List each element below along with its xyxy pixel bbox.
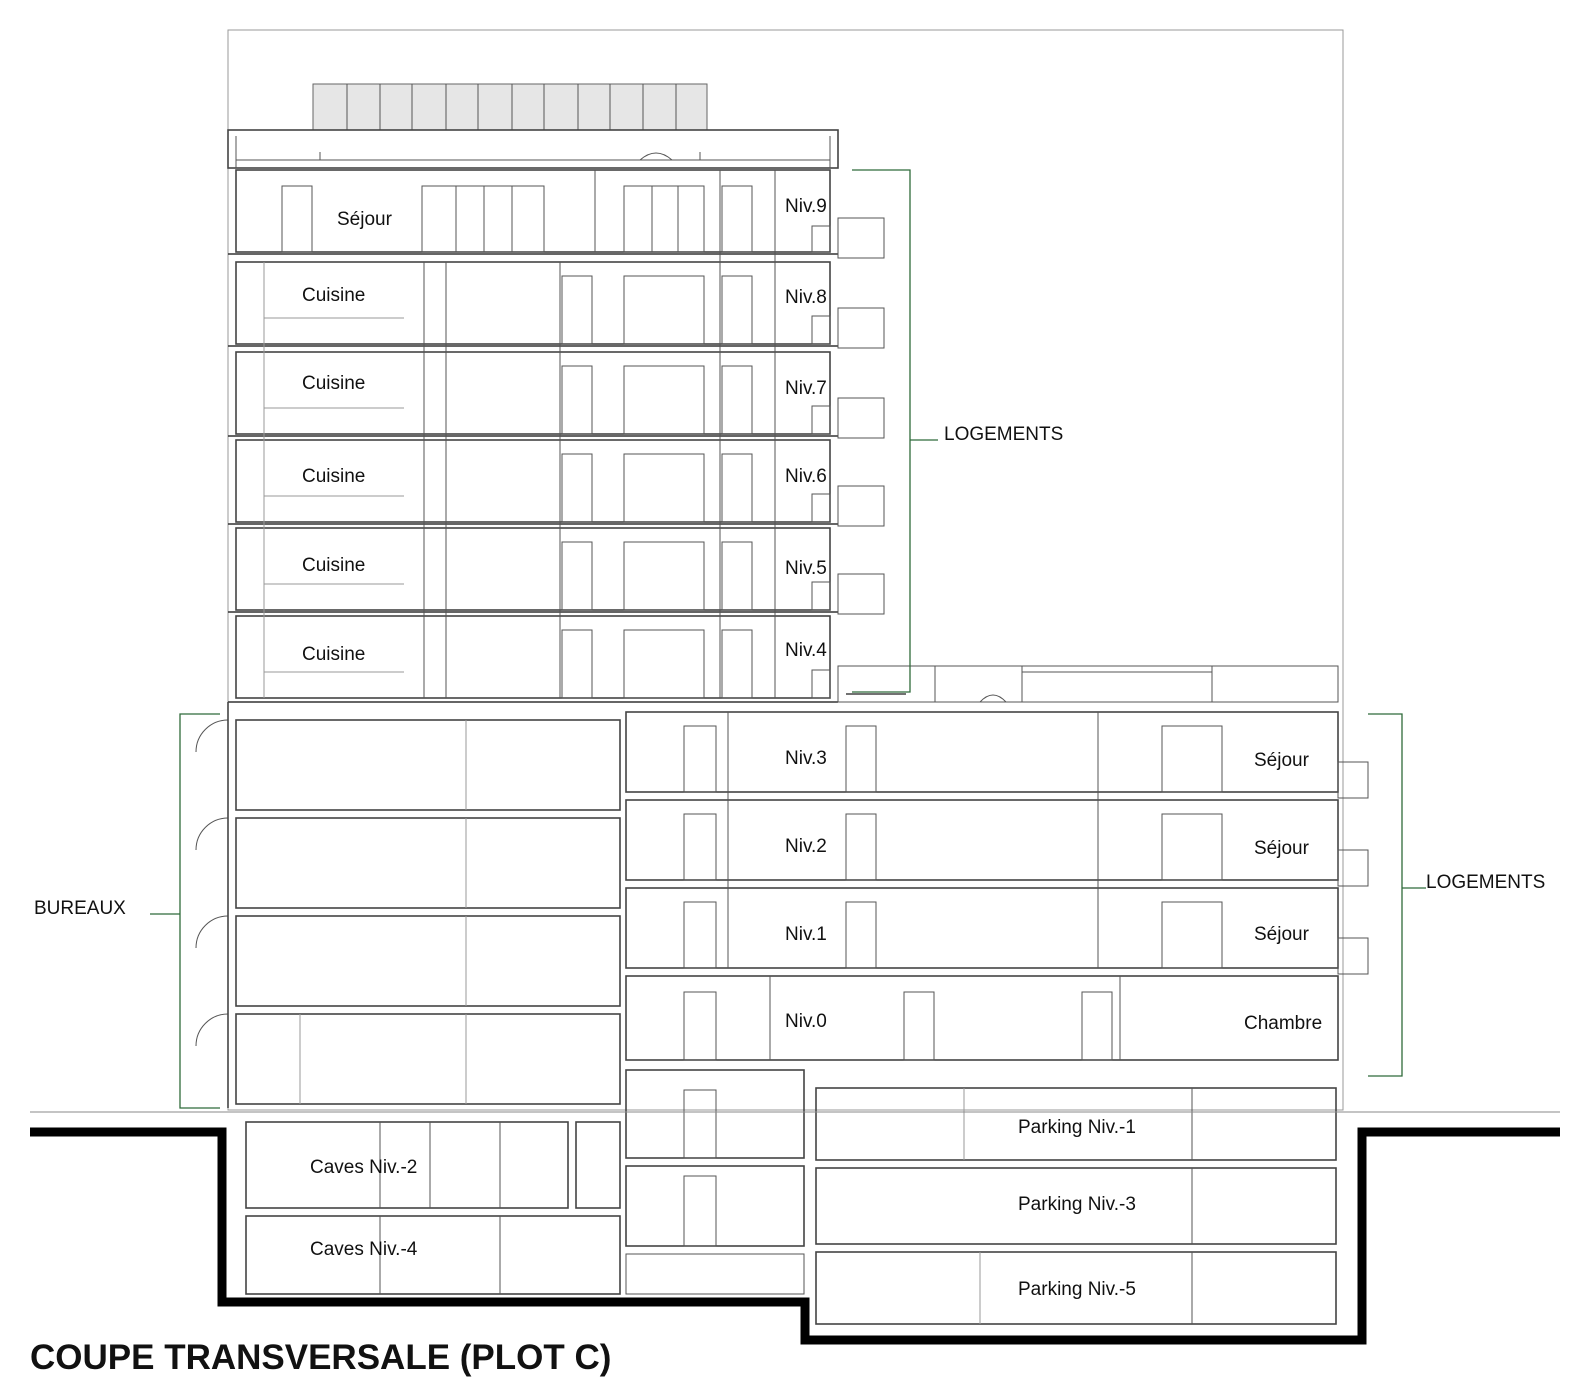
tower-room-label: Cuisine [302, 466, 365, 487]
lower-room-label: Séjour [1254, 750, 1310, 771]
tower-room-label: Cuisine [302, 373, 365, 394]
ground-line [30, 1111, 1560, 1345]
parking-levels [625, 1069, 1337, 1325]
lower-logements-floors [625, 711, 1369, 1061]
zone-label-logements-upper: LOGEMENTS [944, 424, 1063, 445]
lower-room-label: Chambre [1244, 1013, 1322, 1034]
tower-room-label: Cuisine [302, 644, 365, 665]
caves-label: Caves Niv.-4 [310, 1239, 418, 1260]
lower-level-label: Niv.0 [785, 1011, 827, 1032]
caves-label: Caves Niv.-2 [310, 1157, 417, 1178]
lower-level-label: Niv.1 [785, 924, 827, 945]
lower-level-label: Niv.3 [785, 748, 827, 769]
tower-floors [228, 169, 885, 703]
tower-level-label: Niv.8 [785, 287, 827, 308]
lower-room-label: Séjour [1254, 838, 1310, 859]
tower-level-label: Niv.7 [785, 378, 827, 399]
site-envelope [227, 29, 1344, 1111]
lower-level-label: Niv.2 [785, 836, 827, 857]
parking-label: Parking Niv.-3 [1018, 1194, 1136, 1215]
tower-room-label: Séjour [337, 209, 393, 230]
zone-label-bureaux: BUREAUX [34, 898, 126, 919]
parking-label: Parking Niv.-1 [1018, 1117, 1136, 1138]
drawing-title: COUPE TRANSVERSALE (PLOT C) [30, 1338, 611, 1377]
zone-label-logements-lower: LOGEMENTS [1426, 872, 1545, 893]
tower-room-label: Cuisine [302, 285, 365, 306]
tower-level-label: Niv.9 [785, 196, 827, 217]
caves-levels [245, 1121, 621, 1295]
tower-roof [227, 129, 839, 169]
tower-level-label: Niv.6 [785, 466, 827, 487]
tower-level-label: Niv.5 [785, 558, 827, 579]
tower-room-label: Cuisine [302, 555, 365, 576]
zone-leaders [150, 169, 1426, 1109]
bureaux-floors [195, 702, 621, 1108]
tower-level-label: Niv.4 [785, 640, 827, 661]
lower-room-label: Séjour [1254, 924, 1310, 945]
parking-label: Parking Niv.-5 [1018, 1279, 1136, 1300]
lower-roof-terrace [837, 665, 1339, 703]
rooftop-panels [312, 83, 708, 131]
